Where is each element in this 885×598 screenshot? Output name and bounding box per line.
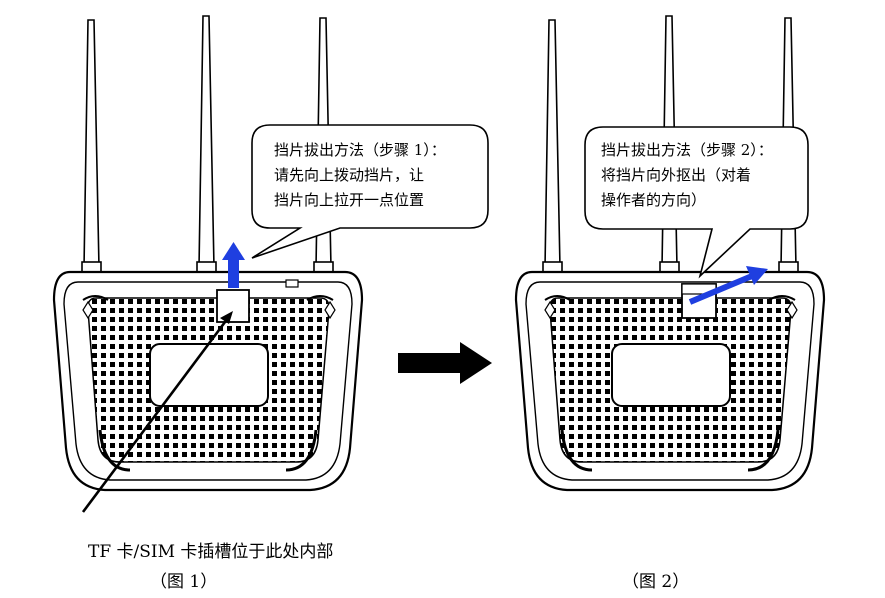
slot-pointer-arrow	[81, 311, 233, 513]
callout-text-1: 挡片拔出方法（步骤 1）： 请先向上拨动挡片，让 挡片向上拉开一点位置	[274, 138, 446, 213]
callout-1-line-1: 挡片拔出方法（步骤 1）：	[274, 141, 446, 159]
router-figure-2	[514, 15, 826, 492]
slot-cover-1	[216, 289, 250, 323]
callout-text-2: 挡片拔出方法（步骤 2）： 将挡片向外抠出（对着 操作者的方向）	[601, 138, 773, 213]
callout-bubble-2	[584, 126, 809, 279]
figure-1-caption: （图 1）	[150, 572, 218, 592]
callout-1-line-3: 挡片向上拉开一点位置	[274, 191, 425, 209]
step-arrow	[398, 342, 492, 384]
callout-2-line-2: 将挡片向外抠出（对着	[601, 166, 752, 184]
callout-2-line-3: 操作者的方向）	[601, 191, 707, 209]
antenna-middle	[196, 15, 217, 277]
antenna-left	[81, 19, 102, 277]
antenna-left-2	[542, 19, 563, 277]
blue-diagonal-arrow	[688, 266, 768, 305]
figure-2-caption: （图 2）	[622, 572, 690, 592]
callout-2-line-1: 挡片拔出方法（步骤 2）：	[601, 141, 773, 159]
callout-bubble-1	[251, 124, 489, 259]
router-figure-1	[52, 15, 364, 492]
slot-location-label: TF 卡/SIM 卡插槽位于此处内部	[88, 542, 334, 562]
callout-1-line-2: 请先向上拨动挡片，让	[274, 166, 425, 184]
blue-up-arrow	[222, 242, 245, 288]
label-window-2	[611, 343, 731, 407]
